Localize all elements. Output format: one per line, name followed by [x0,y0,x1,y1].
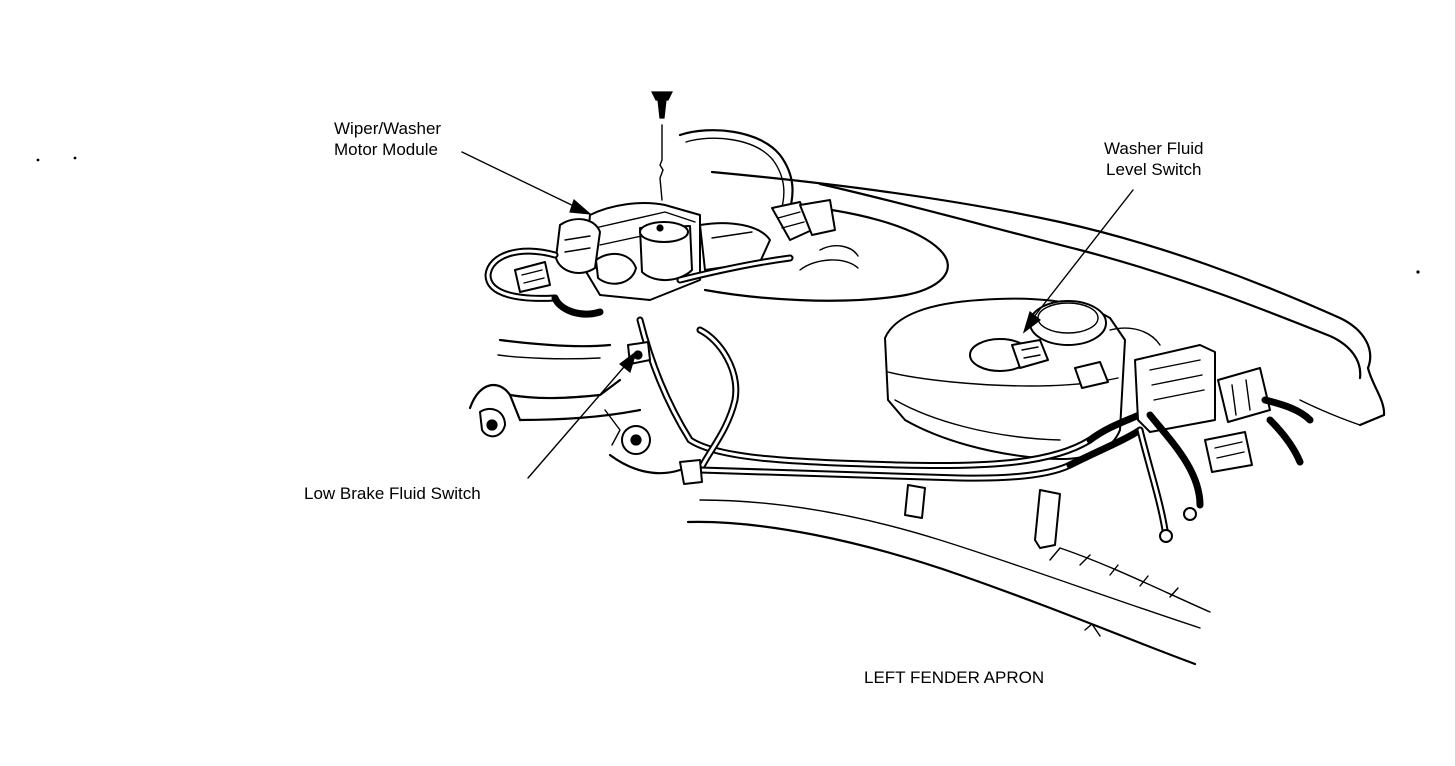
low-brake-fluid-switch-label: Low Brake Fluid Switch [304,484,481,503]
washer-reservoir [884,297,1126,461]
cowl-panel [710,170,1386,427]
right-connectors [1074,327,1314,543]
harness-clips [627,341,1061,549]
washer-fluid-label-line1: Washer Fluid [1104,139,1204,158]
wiper-washer-motor-module-label: Wiper/Washer Motor Module [334,118,441,160]
fender-apron-lines [686,499,1211,666]
washer-fluid-level-switch-label: Washer Fluid Level Switch [1104,138,1204,180]
wiper-motor-module [555,202,771,301]
specks [36,156,1420,274]
motor-harness-left [484,247,604,318]
master-cylinder [468,338,682,475]
wiper-washer-label-line2: Motor Module [334,140,438,159]
screw [651,91,673,201]
wiper-washer-label-line1: Wiper/Washer [334,119,442,138]
leader-lines [461,151,1134,479]
washer-fluid-label-line2: Level Switch [1106,160,1202,179]
washer-hose [678,129,836,241]
main-wiring-harness [636,254,1154,482]
left-fender-apron-label: LEFT FENDER APRON [864,668,1045,687]
strut-tower [703,203,949,302]
